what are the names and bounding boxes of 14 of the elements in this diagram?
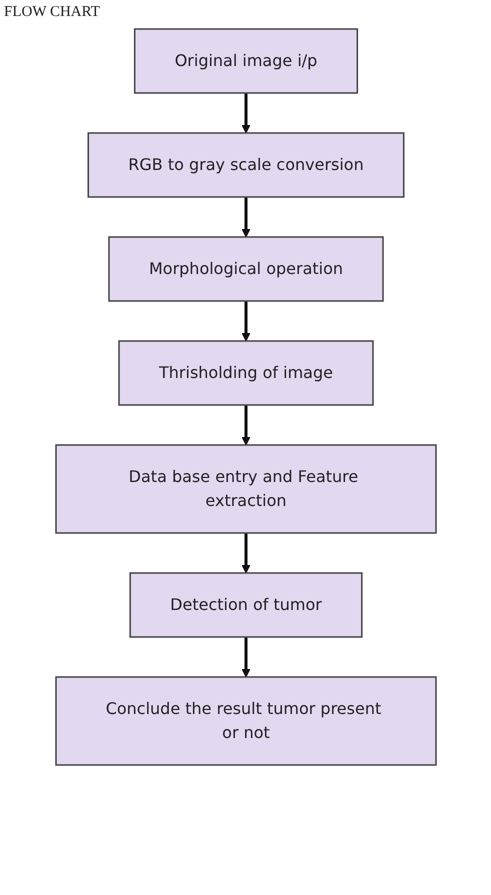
arrow [241, 533, 250, 574]
node-box: Detection of tumor [128, 572, 362, 638]
arrow [241, 197, 250, 238]
arrow [241, 637, 250, 678]
node-box: RGB to gray scale conversion [87, 132, 404, 198]
title: FLOW CHART [4, 4, 100, 21]
node-box: Thrisholding of image [118, 340, 374, 406]
arrow [241, 301, 250, 342]
arrow [241, 93, 250, 134]
node-box: Conclude the result tumor present or not [54, 676, 436, 766]
node-box: Data base entry and Feature extraction [54, 444, 436, 534]
node-box: Original image i/p [133, 28, 358, 94]
arrow [241, 405, 250, 446]
node-box: Morphological operation [108, 236, 384, 302]
